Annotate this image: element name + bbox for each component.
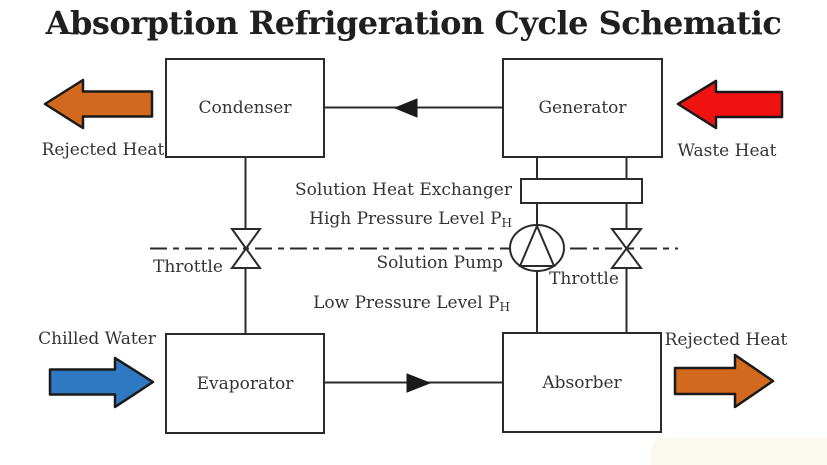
throttle-right-label: Throttle [549,269,619,289]
condenser-label: Condenser [198,98,292,118]
rejected-heat-top-arrow-icon [43,78,154,130]
absorber-label: Absorber [542,372,622,393]
waste-heat-arrow-icon [676,79,784,130]
low-pressure-level-label: Low Pressure Level PH [260,293,510,314]
rejected-heat-top-label: Rejected Heat [41,140,165,160]
rejected-heat-bottom-arrow-icon [673,353,775,409]
valve-bottom-triangle [230,246,262,269]
high-pressure-level-label: High Pressure Level PH [262,209,512,230]
diagram-title: Absorption Refrigeration Cycle Schematic [45,4,782,42]
flow-arrowhead-left-icon [393,98,418,118]
generator-label: Generator [538,98,627,118]
solution-heat-exchanger-box [520,178,643,204]
pressure-subscript: H [501,216,512,230]
chilled-water-arrow-icon [48,356,155,409]
evaporator-label: Evaporator [196,373,294,394]
valve-bottom-triangle [610,246,643,269]
valve-top-triangle [610,228,643,251]
evaporator-box: Evaporator [165,333,325,434]
solution-heat-exchanger-label: Solution Heat Exchanger [295,180,512,200]
low-pressure-text: Low Pressure Level P [313,293,500,313]
throttle-left-label: Throttle [153,257,223,277]
watermark-patch [650,438,827,465]
solution-pump-label: Solution Pump [376,253,503,273]
pressure-subscript: H [499,300,510,314]
high-pressure-text: High Pressure Level P [309,209,502,229]
waste-heat-label: Waste Heat [677,141,777,161]
solution-pump-icon [509,223,565,272]
flow-arrowhead-right-icon [406,373,432,393]
condenser-box: Condenser [165,58,325,158]
valve-top-triangle [230,228,262,251]
generator-box: Generator [502,58,663,158]
pump-triangle [518,223,556,267]
absorber-box: Absorber [502,332,662,433]
throttle-valve-left-icon [230,228,262,269]
throttle-valve-right-icon [610,228,643,269]
chilled-water-label: Chilled Water [38,329,156,349]
rejected-heat-bottom-label: Rejected Heat [664,330,788,350]
